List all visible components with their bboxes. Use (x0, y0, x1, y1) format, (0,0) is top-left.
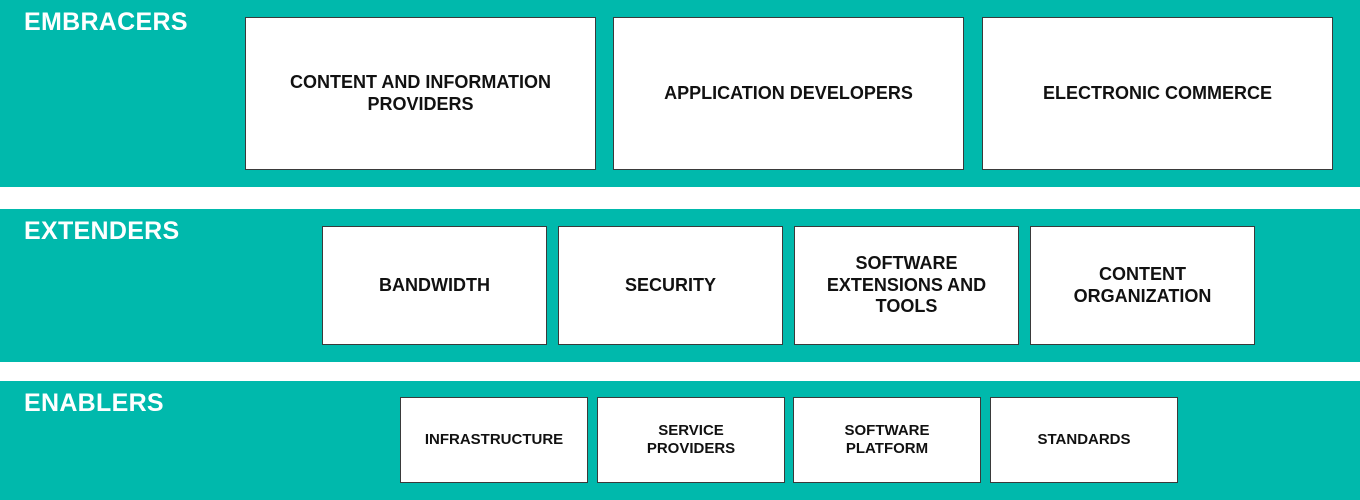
box-service-providers: SERVICE PROVIDERS (597, 397, 785, 483)
box-infrastructure: INFRASTRUCTURE (400, 397, 588, 483)
layer-title-extenders: EXTENDERS (24, 217, 180, 245)
box-standards: STANDARDS (990, 397, 1178, 483)
box-application-developers: APPLICATION DEVELOPERS (613, 17, 964, 170)
box-security: SECURITY (558, 226, 783, 345)
layer-title-enablers: ENABLERS (24, 389, 164, 417)
box-label: INFRASTRUCTURE (424, 431, 564, 448)
box-software-extensions-and-tools: SOFTWARE EXTENSIONS AND TOOLS (794, 226, 1019, 345)
box-label: ELECTRONIC COMMERCE (1043, 82, 1272, 103)
box-label: SERVICE PROVIDERS (646, 422, 736, 457)
box-label: APPLICATION DEVELOPERS (664, 82, 913, 103)
box-label: STANDARDS (1037, 431, 1131, 448)
box-label: CONTENT ORGANIZATION (1073, 263, 1212, 306)
layer-extenders: EXTENDERS BANDWIDTH SECURITY SOFTWARE EX… (0, 209, 1360, 362)
box-content-organization: CONTENT ORGANIZATION (1030, 226, 1255, 345)
box-label: BANDWIDTH (379, 274, 490, 295)
box-software-platform: SOFTWARE PLATFORM (793, 397, 981, 483)
box-content-and-information-providers: CONTENT AND INFORMATION PROVIDERS (245, 17, 596, 170)
box-label: SOFTWARE EXTENSIONS AND TOOLS (826, 253, 987, 317)
box-electronic-commerce: ELECTRONIC COMMERCE (982, 17, 1333, 170)
box-label: CONTENT AND INFORMATION PROVIDERS (290, 71, 551, 114)
layer-enablers: ENABLERS INFRASTRUCTURE SERVICE PROVIDER… (0, 381, 1360, 500)
layer-embracers: EMBRACERS CONTENT AND INFORMATION PROVID… (0, 0, 1360, 187)
box-bandwidth: BANDWIDTH (322, 226, 547, 345)
box-label: SECURITY (624, 274, 716, 295)
layer-title-embracers: EMBRACERS (24, 8, 188, 36)
box-label: SOFTWARE PLATFORM (844, 422, 930, 457)
